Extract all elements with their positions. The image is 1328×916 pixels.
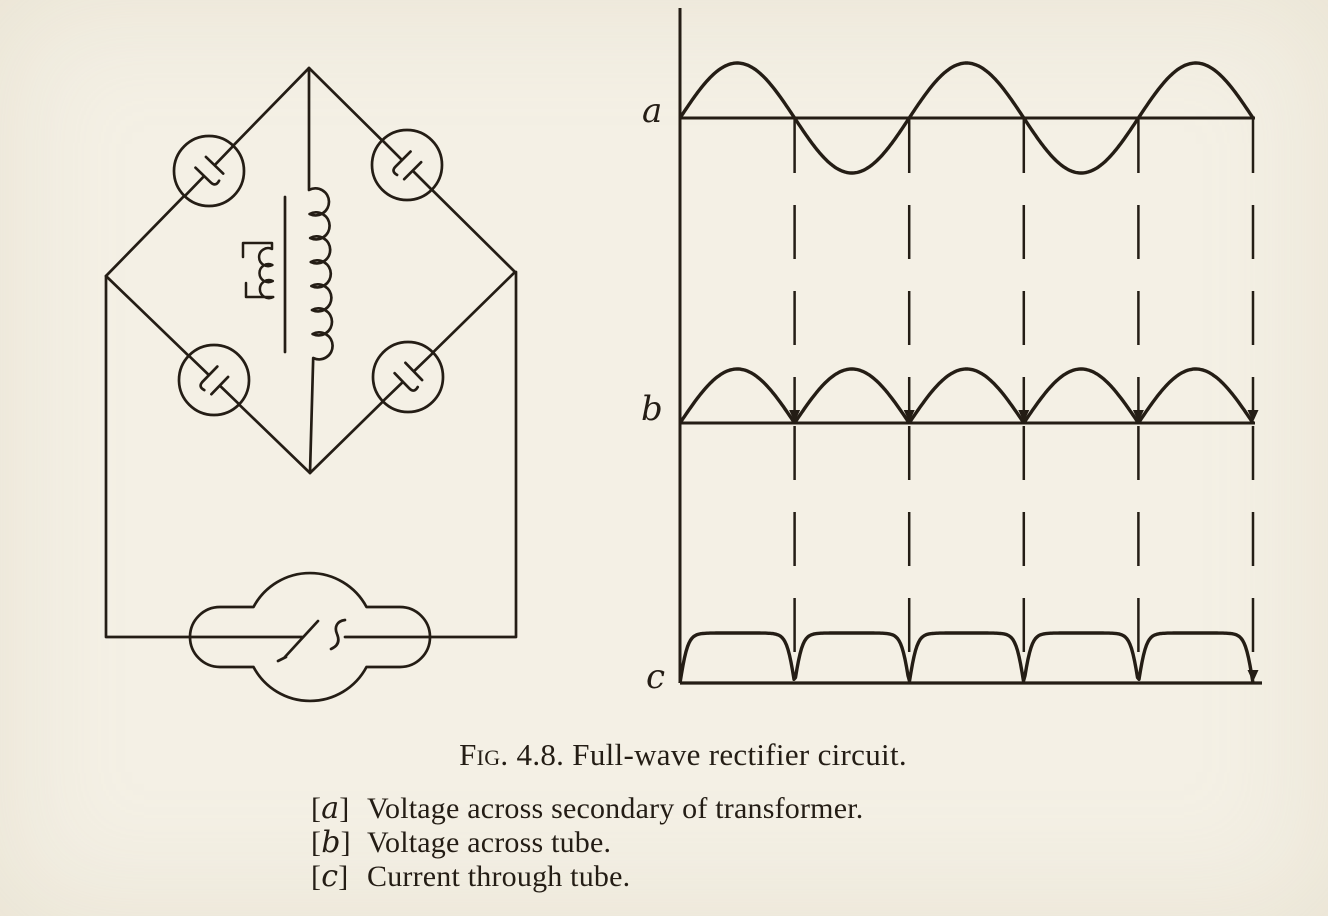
diode-electrodes-top-right bbox=[380, 138, 434, 192]
legend-item-b: [b] Voltage across tube. bbox=[311, 826, 863, 860]
tube-anode bbox=[276, 619, 320, 663]
transformer-primary-coil bbox=[241, 241, 275, 300]
guide-arrowhead-b-axis bbox=[903, 410, 915, 422]
guide-arrowhead-b-axis bbox=[1132, 410, 1144, 422]
legend-text-c: Current through tube. bbox=[367, 860, 631, 893]
guide-arrowhead-b-axis bbox=[1018, 410, 1030, 422]
diode-electrodes-bottom-left bbox=[187, 354, 241, 406]
legend-text-b: Voltage across tube. bbox=[367, 826, 612, 859]
waveform-curve-c bbox=[678, 631, 1255, 684]
bridge-rectifier-circuit bbox=[104, 66, 518, 703]
diode-electrodes-top-left bbox=[183, 144, 235, 198]
axis-label-a: a bbox=[642, 91, 663, 131]
waveform-graph bbox=[678, 8, 1262, 685]
figure-legend: [a] Voltage across secondary of transform… bbox=[311, 792, 863, 894]
diode-electrodes-bottom-right bbox=[381, 351, 435, 403]
figure-caption: Fig. 4.8. Full-wave rectifier circuit. bbox=[318, 737, 1048, 773]
figure-number: Fig. 4.8. bbox=[459, 737, 565, 772]
legend-item-a: [a] Voltage across secondary of transform… bbox=[311, 792, 863, 826]
axis-label-c: c bbox=[646, 657, 666, 697]
waveform-curve-b bbox=[678, 367, 1255, 425]
legend-key-c: [c] bbox=[311, 859, 349, 894]
legend-key-a: [a] bbox=[311, 791, 350, 826]
right-return-wire bbox=[343, 270, 518, 639]
legend-item-c: [c] Current through tube. bbox=[311, 860, 863, 894]
waveform-curve-a bbox=[678, 61, 1255, 175]
tube-cathode-filament bbox=[329, 618, 347, 651]
transformer-secondary-coil bbox=[307, 66, 334, 475]
output-tube-outline bbox=[188, 571, 432, 703]
guide-arrowhead-b-axis bbox=[1247, 410, 1259, 422]
axis-label-b: b bbox=[641, 389, 663, 429]
legend-key-b: [b] bbox=[311, 825, 351, 860]
legend-text-a: Voltage across secondary of transformer. bbox=[367, 792, 864, 825]
figure-title: Full-wave rectifier circuit. bbox=[572, 737, 907, 772]
guide-arrowhead-b-axis bbox=[789, 410, 801, 422]
left-return-wire bbox=[104, 274, 304, 639]
